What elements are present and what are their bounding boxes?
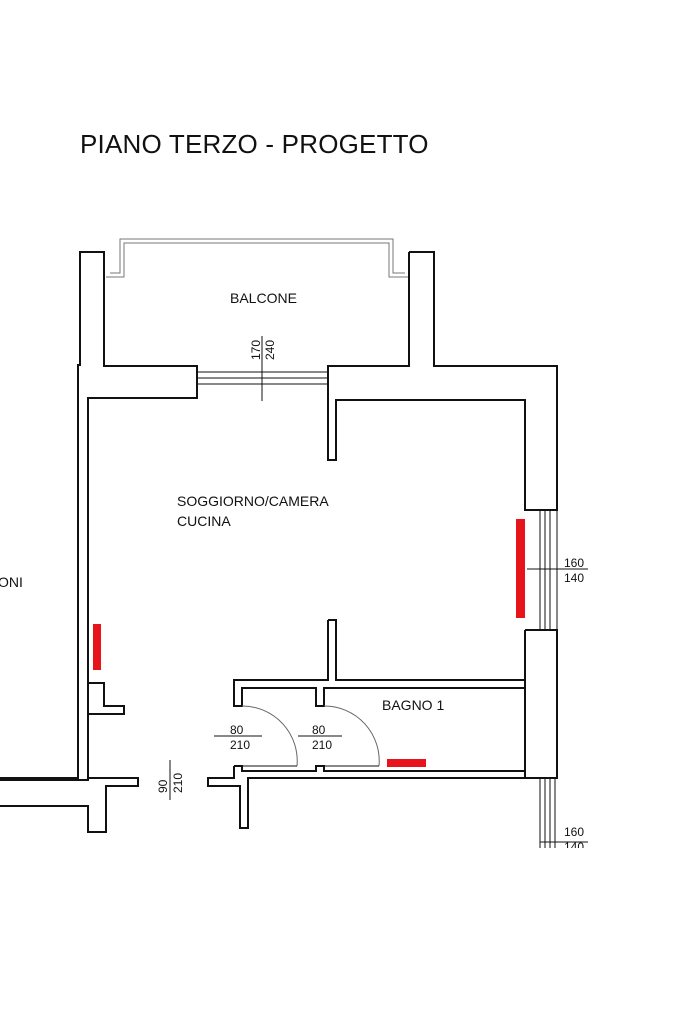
plan-title: PIANO TERZO - PROGETTO <box>80 129 429 159</box>
wall-left-outer <box>0 362 81 779</box>
room-label-kitchen: CUCINA <box>177 513 231 529</box>
dim-window-bottom-width: 160 <box>564 825 584 839</box>
dim-window-right-width: 160 <box>564 556 584 570</box>
dim-entry-width: 90 <box>156 779 170 793</box>
wall-balcony-left <box>0 251 198 781</box>
room-label-balcone: BALCONE <box>230 290 297 306</box>
dim-door2-height: 210 <box>312 738 332 752</box>
dim-window-right-height: 140 <box>564 571 584 585</box>
radiator-bath <box>387 759 426 767</box>
dim-balcony-height: 240 <box>263 340 277 360</box>
dim-door2-width: 80 <box>312 723 326 737</box>
dim-entry-height: 210 <box>171 773 185 793</box>
room-label-left-cut: ONI <box>0 574 23 590</box>
dim-door1-height: 210 <box>230 738 250 752</box>
dim-door1-width: 80 <box>230 723 244 737</box>
dim-balcony-width: 170 <box>249 340 263 360</box>
balcony-railing <box>106 242 409 278</box>
wall-right-lower <box>524 629 558 779</box>
door-swing-1 <box>241 705 298 767</box>
wall-partition-center <box>233 619 526 707</box>
radiator-left <box>93 624 101 670</box>
room-label-bagno: BAGNO 1 <box>382 697 444 713</box>
radiator-right <box>516 519 525 618</box>
room-label-living: SOGGIORNO/CAMERA <box>177 493 329 509</box>
door-swing-2 <box>323 705 380 767</box>
wall-balcony-right <box>327 251 558 511</box>
wall-bath-bottom <box>207 765 526 829</box>
